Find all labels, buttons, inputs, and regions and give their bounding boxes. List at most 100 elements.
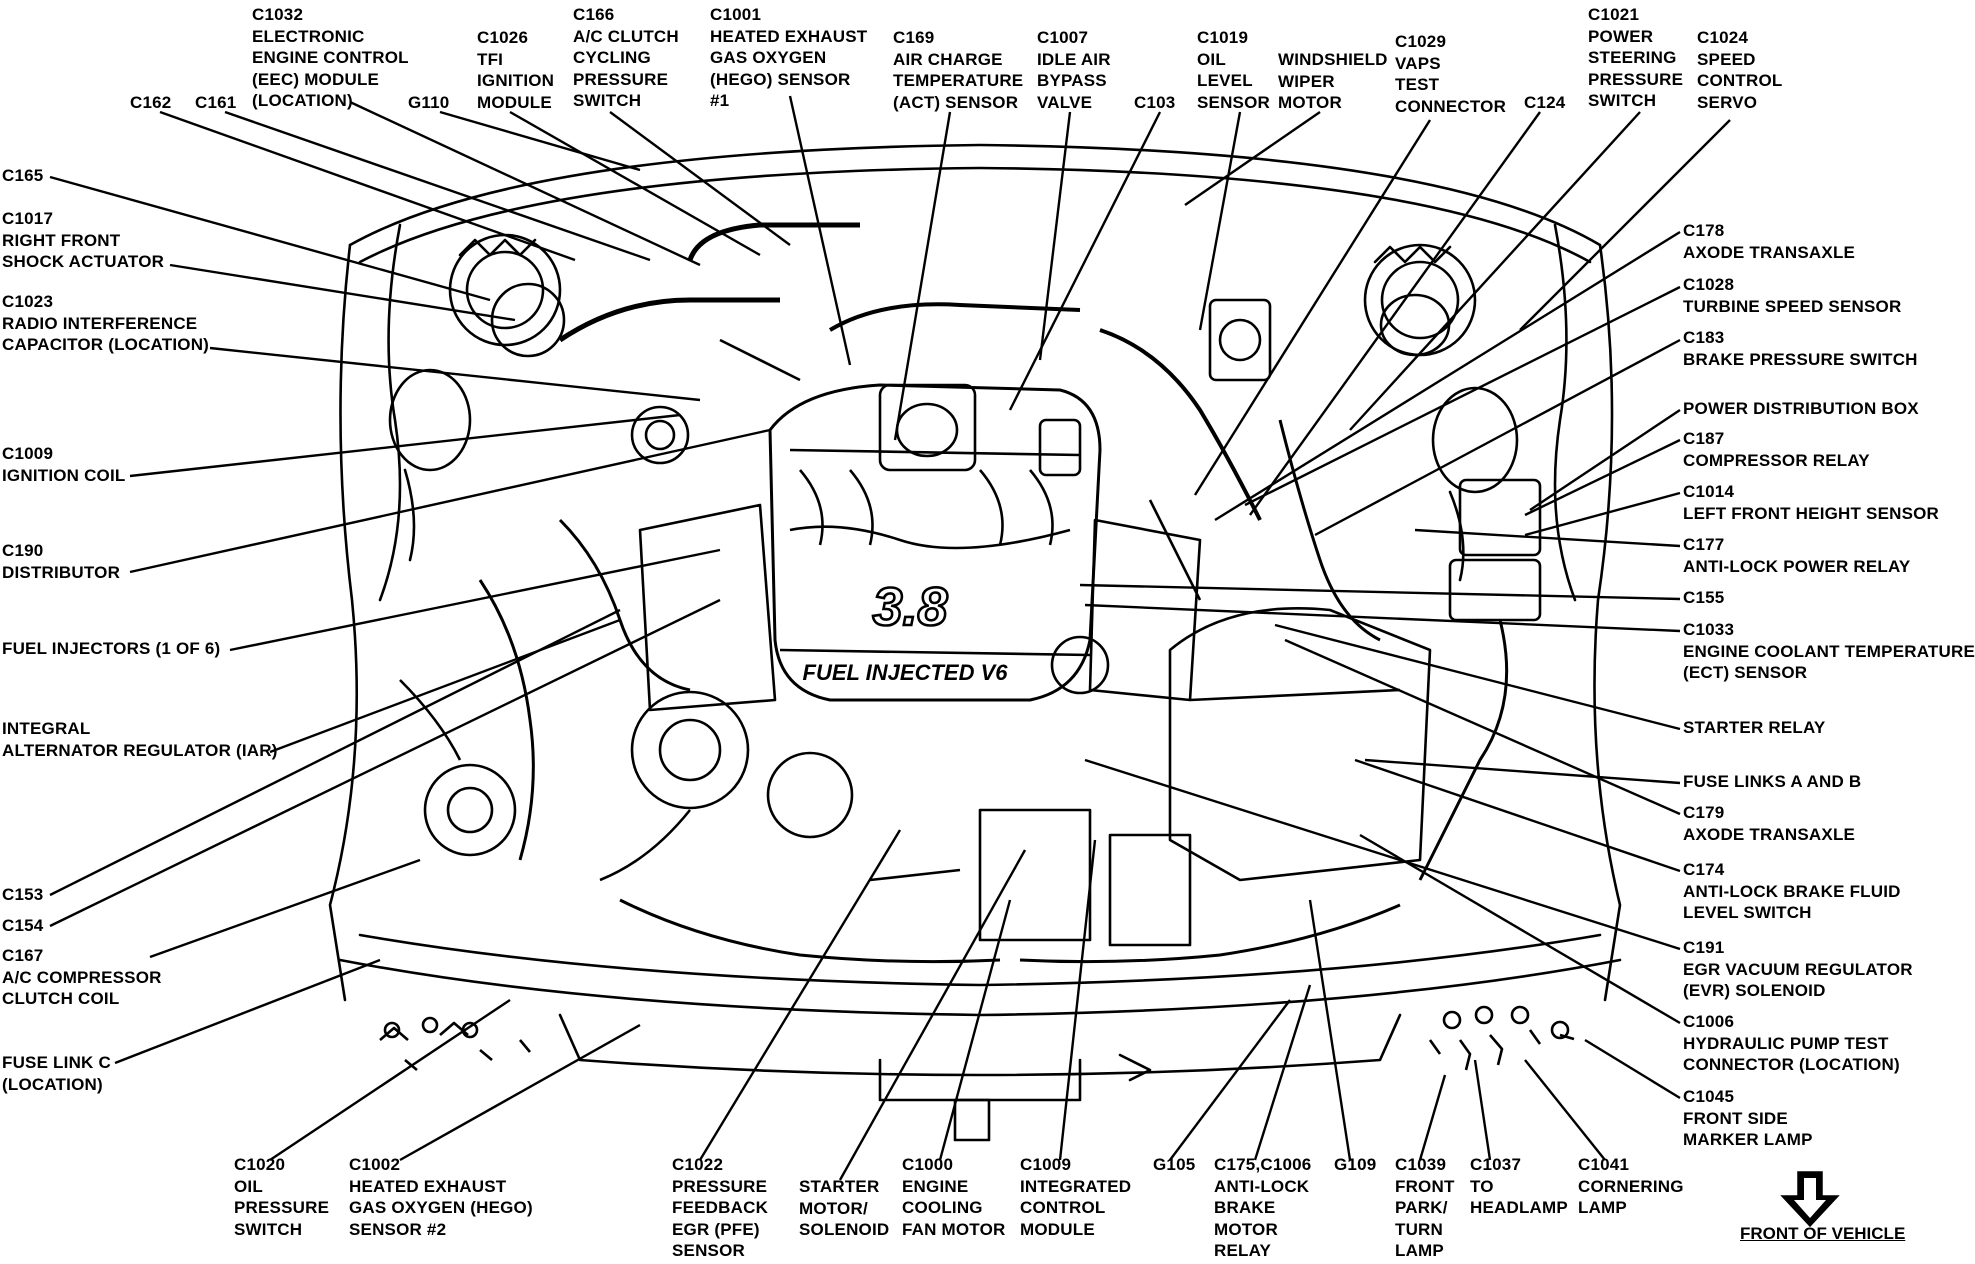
- leader-c1021: [1349, 111, 1641, 431]
- leader-pdb: [1529, 409, 1681, 511]
- leader-c175: [1253, 984, 1312, 1161]
- label-c1001: C1001 HEATED EXHAUST GAS OXYGEN (HEGO) S…: [710, 5, 868, 110]
- leader-c167: [149, 858, 421, 959]
- label-c154: C154: [2, 916, 44, 935]
- leader-starter-motor: [838, 849, 1027, 1181]
- leader-c1001: [788, 95, 852, 366]
- label-c179: C179 AXODE TRANSAXLE: [1683, 803, 1856, 844]
- leader-c1022: [698, 829, 902, 1161]
- leader-c183: [1314, 338, 1681, 537]
- label-c1041: C1041 CORNERING LAMP: [1578, 1155, 1684, 1217]
- leader-c1045: [1584, 1038, 1681, 1100]
- label-c1032: C1032 ELECTRONIC ENGINE CONTROL (EEC) MO…: [252, 5, 409, 110]
- leader-g109: [1308, 899, 1352, 1161]
- label-c187: C187 COMPRESSOR RELAY: [1683, 429, 1870, 470]
- leader-c1039: [1418, 1074, 1447, 1161]
- label-c1024: C1024 SPEED CONTROL SERVO: [1697, 28, 1783, 112]
- leader-c103: [1008, 111, 1162, 411]
- label-g105: G105: [1153, 1155, 1196, 1174]
- label-c1022: C1022 PRESSURE FEEDBACK EGR (PFE) SENSOR: [672, 1155, 769, 1260]
- leader-c178: [1214, 230, 1681, 522]
- leader-c177: [1414, 528, 1681, 548]
- leader-c191: [1084, 758, 1681, 951]
- label-c1009-ignition-coil: C1009 IGNITION COIL: [2, 444, 126, 485]
- label-c175-c1006: C175,C1006 ANTI-LOCK BRAKE MOTOR RELAY: [1214, 1155, 1312, 1260]
- label-c1009-integrated-control-module: C1009 INTEGRATED CONTROL MODULE: [1020, 1155, 1132, 1239]
- label-power-distribution-box: POWER DISTRIBUTION BOX: [1683, 399, 1919, 418]
- leader-c1041: [1524, 1059, 1606, 1161]
- front-of-vehicle-label: FRONT OF VEHICLE: [1740, 1224, 1906, 1243]
- label-starter-motor: STARTER MOTOR/ SOLENOID: [799, 1177, 890, 1239]
- leader-c1017: [169, 263, 516, 322]
- label-c124: C124: [1524, 93, 1566, 112]
- label-c1019: C1019 OIL LEVEL SENSOR: [1197, 28, 1270, 112]
- label-c1037: C1037 TO HEADLAMP: [1470, 1155, 1568, 1217]
- leader-fuel-injectors: [229, 548, 721, 652]
- label-c103: C103: [1134, 93, 1176, 112]
- leader-c1007: [1038, 111, 1072, 361]
- leader-c1000: [938, 899, 1012, 1161]
- label-fuse-links-a-b: FUSE LINKS A AND B: [1683, 772, 1862, 791]
- label-c190: C190 DISTRIBUTOR: [2, 541, 121, 582]
- leader-g110: [439, 110, 641, 172]
- leader-c169: [893, 111, 952, 441]
- label-fuse-link-c: FUSE LINK C (LOCATION): [2, 1053, 111, 1094]
- label-iar: INTEGRAL ALTERNATOR REGULATOR (IAR): [2, 719, 278, 760]
- label-c174: C174 ANTI-LOCK BRAKE FLUID LEVEL SWITCH: [1683, 860, 1901, 922]
- label-c1023: C1023 RADIO INTERFERENCE CAPACITOR (LOCA…: [2, 292, 210, 354]
- leader-c1006: [1359, 833, 1681, 1025]
- leader-lines: [49, 95, 1731, 1181]
- leader-c1020: [269, 999, 511, 1161]
- label-windshield-wiper-motor: WINDSHIELD WIPER MOTOR: [1278, 50, 1388, 112]
- label-c177: C177 ANTI-LOCK POWER RELAY: [1683, 535, 1911, 576]
- leader-c1033: [1084, 603, 1681, 633]
- leader-g105: [1169, 999, 1291, 1161]
- leader-c1032: [349, 100, 701, 267]
- leader-c165: [49, 175, 491, 302]
- label-g110: G110: [408, 93, 450, 112]
- label-c155: C155: [1683, 588, 1725, 607]
- label-c1045: C1045 FRONT SIDE MARKER LAMP: [1683, 1087, 1813, 1149]
- engine-compartment-drawing: [328, 143, 1622, 1142]
- label-c191: C191 EGR VACUUM REGULATOR (EVR) SOLENOID: [1683, 938, 1913, 1000]
- label-c161: C161: [195, 93, 237, 112]
- engine-block: [379, 222, 1575, 1071]
- label-c166: C166 A/C CLUTCH CYCLING PRESSURE SWITCH: [573, 5, 679, 110]
- label-c178: C178 AXODE TRANSAXLE: [1683, 221, 1856, 262]
- engine-displacement-badge: 3.8: [872, 577, 947, 637]
- leader-windshield: [1184, 111, 1321, 206]
- label-c1007: C1007 IDLE AIR BYPASS VALVE: [1037, 28, 1111, 112]
- label-starter-relay: STARTER RELAY: [1683, 718, 1826, 737]
- leader-c1014: [1524, 491, 1681, 537]
- engine-intake-badge: FUEL INJECTED V6: [803, 660, 1009, 685]
- leader-c161: [224, 110, 651, 262]
- label-c1033: C1033 ENGINE COOLANT TEMPERATURE (ECT) S…: [1683, 620, 1975, 682]
- leader-c166: [609, 111, 791, 246]
- label-c1000: C1000 ENGINE COOLING FAN MOTOR: [902, 1155, 1006, 1239]
- label-c1028: C1028 TURBINE SPEED SENSOR: [1683, 275, 1902, 316]
- leader-c179: [1284, 638, 1681, 816]
- label-c1039: C1039 FRONT PARK/ TURN LAMP: [1395, 1155, 1455, 1260]
- leader-c187: [1524, 438, 1681, 517]
- leader-c1026: [509, 110, 761, 257]
- label-c1002: C1002 HEATED EXHAUST GAS OXYGEN (HEGO) S…: [349, 1155, 533, 1239]
- leader-c1009-icm: [1058, 839, 1097, 1161]
- label-c165: C165: [2, 166, 44, 185]
- leader-c124: [1249, 111, 1541, 516]
- leader-c1028: [1244, 285, 1681, 507]
- leader-c1029: [1193, 119, 1432, 496]
- label-c183: C183 BRAKE PRESSURE SWITCH: [1683, 328, 1918, 369]
- label-c1014: C1014 LEFT FRONT HEIGHT SENSOR: [1683, 482, 1940, 523]
- leader-c1023: [209, 346, 701, 402]
- label-c1020: C1020 OIL PRESSURE SWITCH: [234, 1155, 330, 1239]
- label-c1017: C1017 RIGHT FRONT SHOCK ACTUATOR: [2, 209, 165, 271]
- label-c1026: C1026 TFI IGNITION MODULE: [477, 28, 555, 112]
- leader-fuse-c: [114, 958, 381, 1065]
- label-c1029: C1029 VAPS TEST CONNECTOR: [1395, 32, 1507, 116]
- leader-fuse-ab: [1364, 758, 1681, 785]
- leader-c1009-coil: [129, 413, 681, 478]
- leader-c1019: [1198, 111, 1242, 331]
- label-c153: C153: [2, 885, 44, 904]
- leader-c155: [1079, 583, 1681, 601]
